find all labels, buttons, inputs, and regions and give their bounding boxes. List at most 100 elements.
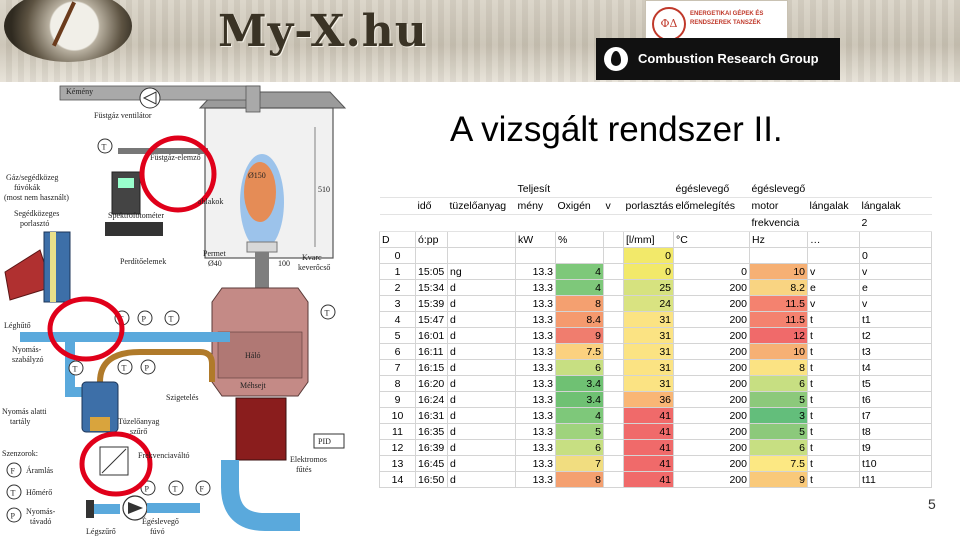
header-cell <box>555 214 604 232</box>
table-cell: t <box>807 343 860 360</box>
table-cell: d <box>447 471 516 488</box>
table-cell: d <box>447 391 516 408</box>
table-cell: d <box>447 311 516 328</box>
label-pressure-regulator-2: szabályzó <box>12 355 44 364</box>
label-assisted: Segédközeges <box>14 209 59 218</box>
header-cell: motor <box>749 197 808 215</box>
header-cell: előmelegítés <box>673 197 750 215</box>
pressure-sensor-icon <box>6 507 22 523</box>
table-cell: t <box>807 407 860 424</box>
sensor-symbol: T <box>11 489 16 498</box>
label-swirlers: Perdítőelemek <box>120 257 166 266</box>
table-cell: d <box>447 327 516 344</box>
table-cell: 14 <box>379 471 416 488</box>
table-cell: t <box>807 327 860 344</box>
table-cell: 10 <box>379 407 416 424</box>
table-cell <box>603 327 624 344</box>
table-cell <box>603 311 624 328</box>
flow-sensor-icon <box>195 480 211 496</box>
table-cell: 5 <box>749 423 808 440</box>
air-filter <box>86 500 94 518</box>
label-dimension-510: 510 <box>318 185 330 194</box>
air-duct-bottom <box>221 460 300 531</box>
table-cell <box>603 455 624 472</box>
table-cell: e <box>859 279 932 296</box>
table-cell: 7.5 <box>555 343 604 360</box>
label-not-used: (most nem használt) <box>4 193 69 202</box>
label-spray-diameter: Ø40 <box>208 259 222 268</box>
table-cell <box>603 295 624 312</box>
table-cell: 3 <box>379 295 416 312</box>
table-cell: 200 <box>673 455 750 472</box>
table-cell: 15:47 <box>415 311 448 328</box>
label-atomizer: porlasztó <box>20 219 49 228</box>
header-cell <box>447 181 516 198</box>
table-cell: t8 <box>859 423 932 440</box>
sensor-symbol: P <box>145 485 150 494</box>
table-cell: 13.3 <box>515 407 556 424</box>
header-cell <box>807 181 860 198</box>
table-cell <box>603 343 624 360</box>
table-cell: d <box>447 295 516 312</box>
header-cell: 2 <box>859 214 932 232</box>
label-nozzles: fúvókák <box>14 183 40 192</box>
table-cell <box>603 263 624 280</box>
blower-arrow-icon <box>128 502 143 514</box>
table-cell: t <box>807 375 860 392</box>
table-cell: 31 <box>623 327 674 344</box>
site-title: My-X.hu <box>218 6 428 57</box>
label-pressure-tank-1: Nyomás alatti <box>2 407 47 416</box>
label-honeycomb: Méhsejt <box>240 381 267 390</box>
table-cell: 13.3 <box>515 263 556 280</box>
table-cell: 13 <box>379 455 416 472</box>
header-cell: [l/mm] <box>623 231 674 248</box>
table-cell: v <box>859 263 932 280</box>
table-cell: 10 <box>749 343 808 360</box>
table-cell: 200 <box>673 471 750 488</box>
table-cell: t <box>807 471 860 488</box>
table-cell: 13.3 <box>515 327 556 344</box>
pid-controller <box>313 433 345 449</box>
table-cell: 16:39 <box>415 439 448 456</box>
table-cell: 200 <box>673 343 750 360</box>
table-cell: 15:05 <box>415 263 448 280</box>
label-chimney: Kémény <box>66 87 93 96</box>
table-cell: 15:34 <box>415 279 448 296</box>
table-cell: 4 <box>555 279 604 296</box>
header-cell <box>807 214 860 232</box>
table-cell: 200 <box>673 407 750 424</box>
table-cell: 8.4 <box>555 311 604 328</box>
sensor-symbol: T <box>173 485 178 494</box>
header-cell: égéslevegő <box>749 181 808 198</box>
header-cell: lángalak <box>807 197 860 215</box>
department-logo-line: RENDSZEREK TANSZÉK <box>690 20 761 26</box>
label-fuel-filter-2: szűrő <box>130 427 147 436</box>
table-cell: 13.3 <box>515 295 556 312</box>
header-cell <box>379 214 416 232</box>
table-cell: 0 <box>623 263 674 280</box>
label-insulation: Szigetelés <box>166 393 198 402</box>
table-cell: 200 <box>673 423 750 440</box>
table-cell <box>515 247 556 264</box>
combustion-research-group-logo: Combustion Research Group <box>596 38 840 80</box>
fuel-line <box>97 349 215 417</box>
table-cell: 3.4 <box>555 375 604 392</box>
table-cell: 7.5 <box>749 455 808 472</box>
temperature-sensor-icon <box>320 304 336 320</box>
header-cell <box>623 181 674 198</box>
table-cell: 13.3 <box>515 375 556 392</box>
temperature-sensor-icon <box>68 360 84 376</box>
header-cell: frekvencia <box>749 214 808 232</box>
table-cell: 3 <box>749 407 808 424</box>
header-cell: porlasztás <box>623 197 674 215</box>
table-cell: 0 <box>673 263 750 280</box>
table-cell: 31 <box>623 343 674 360</box>
table-cell: 13.3 <box>515 343 556 360</box>
table-cell: t2 <box>859 327 932 344</box>
sensor-symbol: T <box>325 309 330 318</box>
